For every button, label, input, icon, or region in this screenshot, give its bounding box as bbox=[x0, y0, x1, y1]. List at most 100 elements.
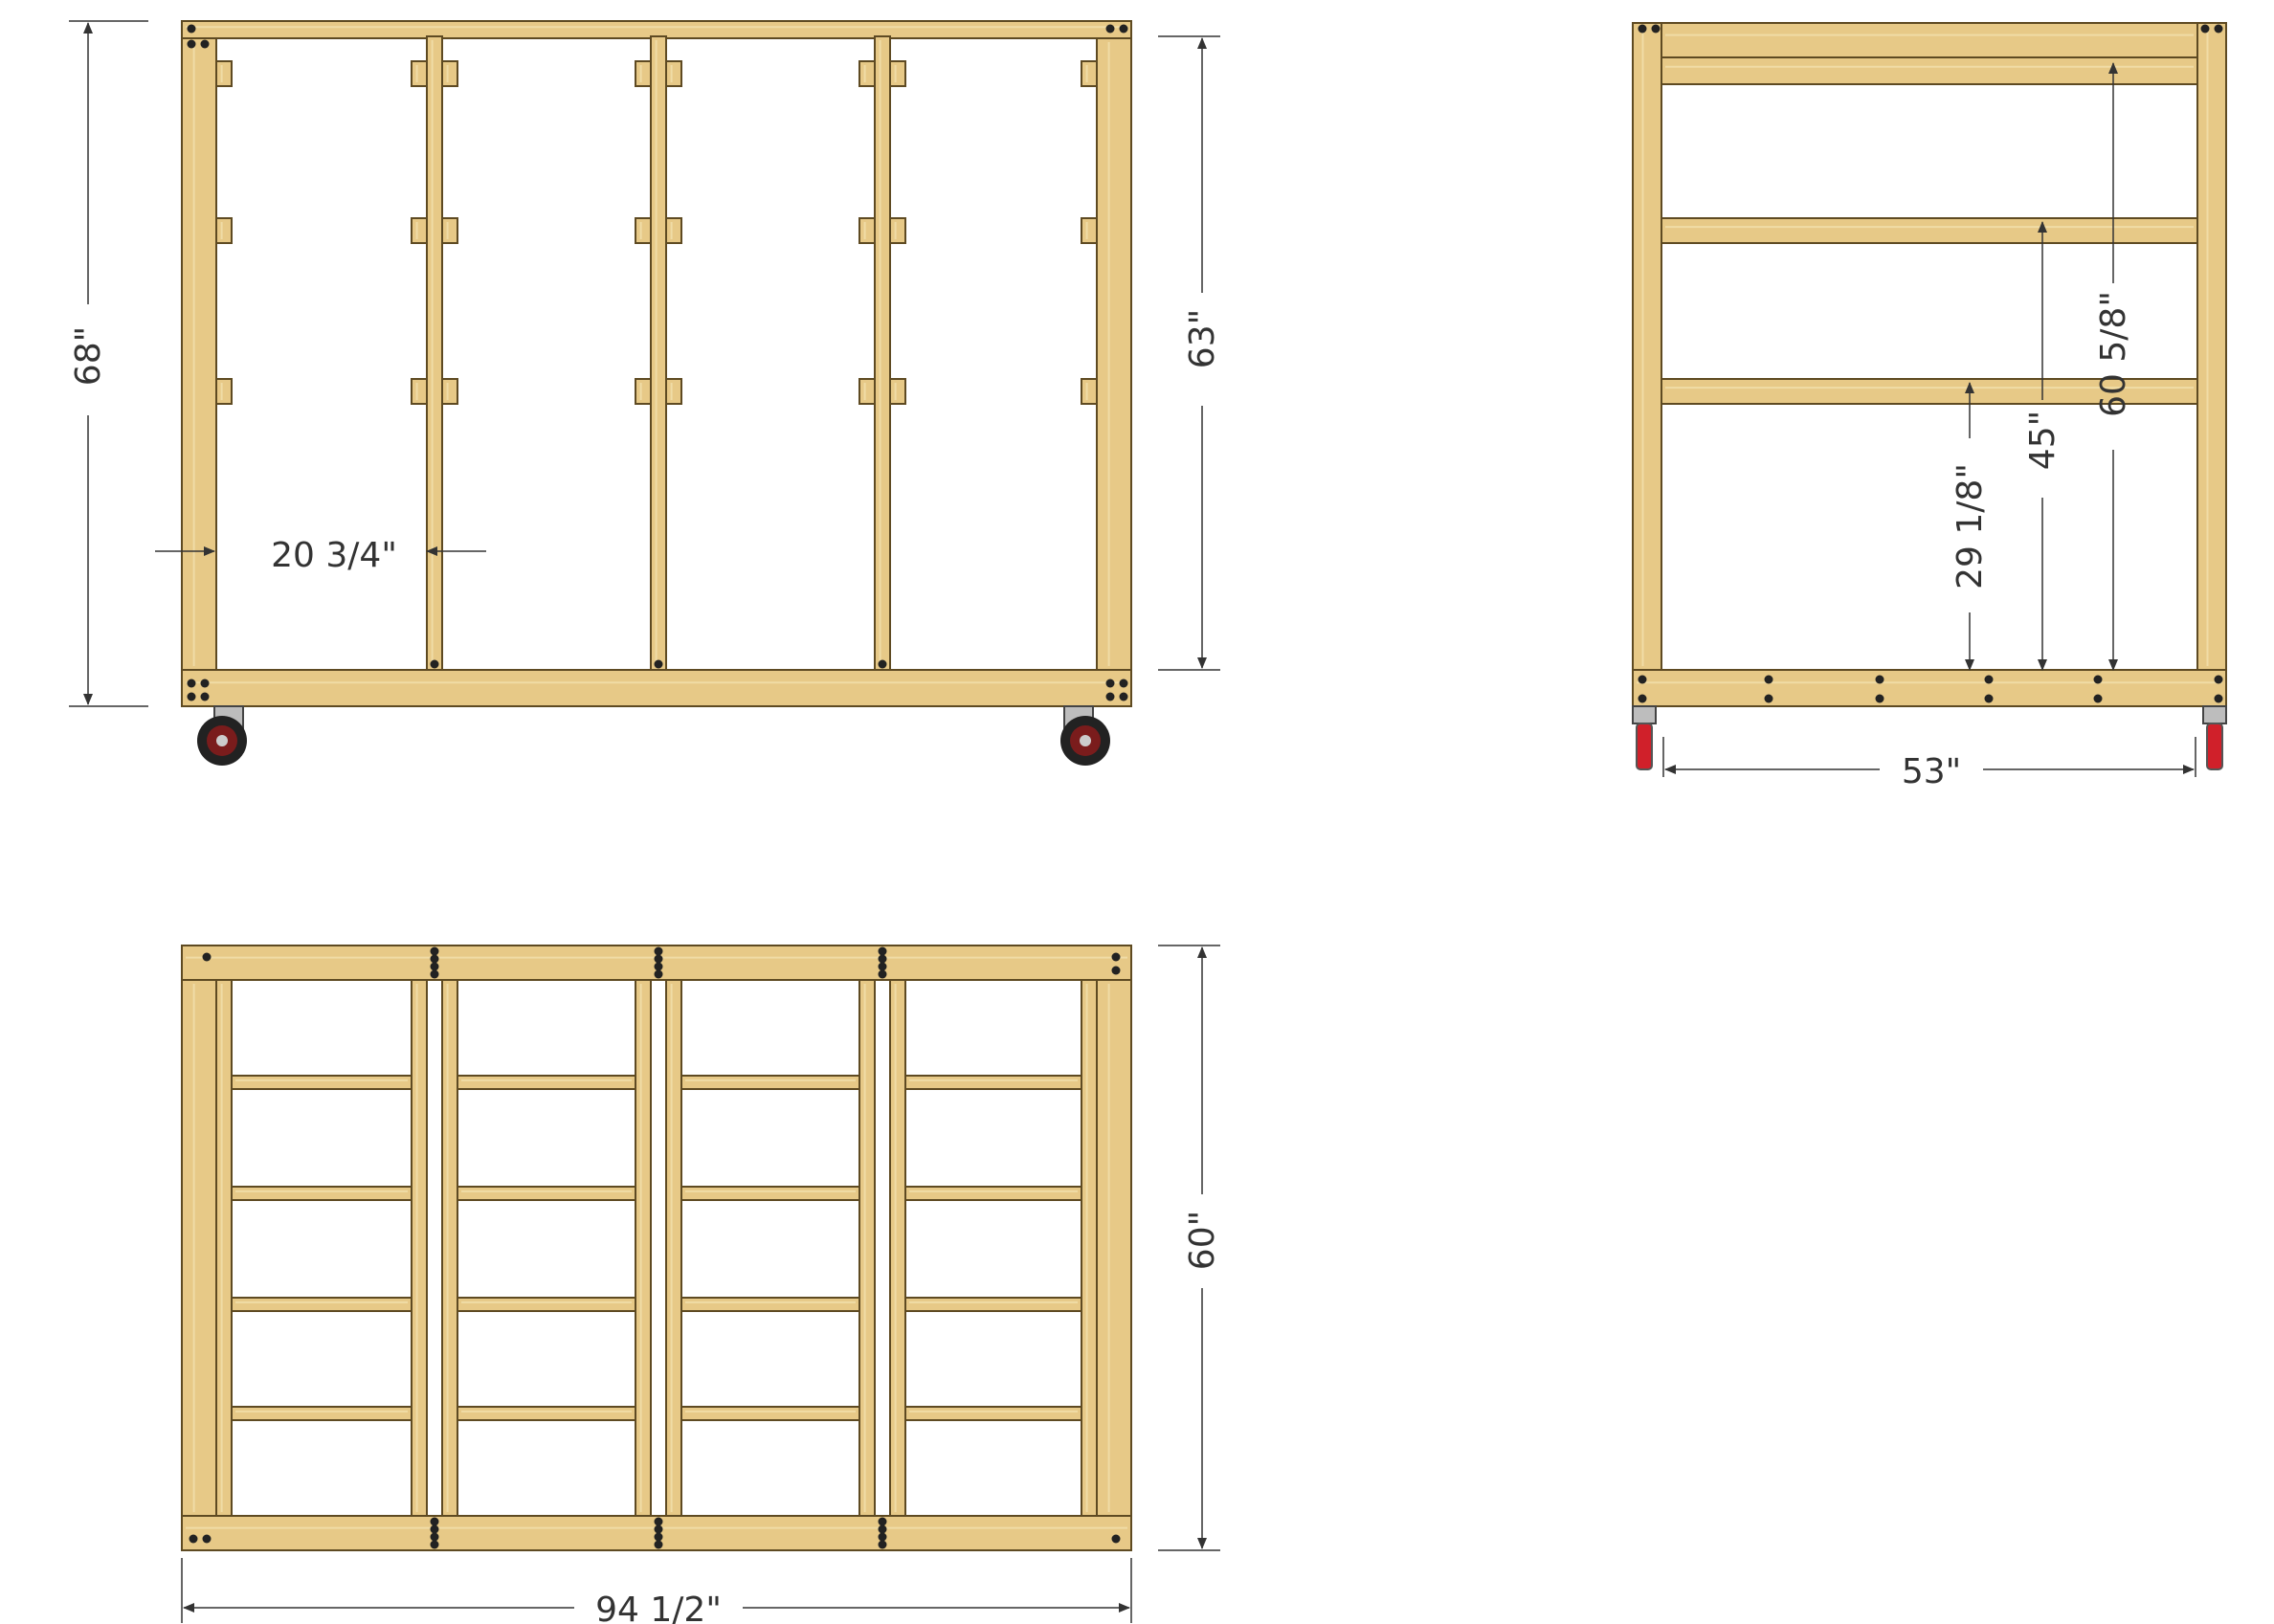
cleat bbox=[441, 378, 458, 405]
bolt bbox=[1111, 1534, 1121, 1544]
cleat bbox=[441, 217, 458, 244]
bolt bbox=[1984, 694, 1994, 703]
bolt bbox=[430, 946, 439, 956]
right-post bbox=[1096, 37, 1132, 671]
side-right-caster bbox=[2202, 705, 2227, 770]
dim-shelf-2: 45" bbox=[2023, 221, 2062, 671]
left-caster bbox=[197, 705, 247, 766]
bolt bbox=[1119, 24, 1128, 33]
top-view: 60" 94 1/2" bbox=[181, 945, 1222, 1624]
shelf-slat bbox=[457, 1406, 636, 1421]
bolt bbox=[1984, 675, 1994, 684]
dim-overall-height: 68" bbox=[69, 20, 148, 707]
shelf-2-rail bbox=[1661, 217, 2198, 244]
top-width-label: 94 1/2" bbox=[595, 1591, 722, 1624]
bolt bbox=[1638, 694, 1647, 703]
shelf-slat bbox=[231, 1186, 412, 1201]
cleat bbox=[889, 60, 906, 87]
bolt bbox=[878, 1532, 887, 1542]
cleat bbox=[665, 378, 682, 405]
bolt bbox=[430, 1517, 439, 1526]
front-frame bbox=[181, 20, 1132, 707]
side-left-caster bbox=[1632, 705, 1657, 770]
top-divider bbox=[635, 979, 652, 1517]
bolt bbox=[654, 1532, 663, 1542]
side-view: 53" 29 1/8" 45" 60 5/8" bbox=[1632, 22, 2227, 791]
shelf-slat bbox=[904, 1186, 1082, 1201]
cleat bbox=[858, 217, 876, 244]
cleat bbox=[411, 217, 428, 244]
cleat bbox=[1081, 378, 1098, 405]
bolt bbox=[654, 946, 663, 956]
bolt bbox=[878, 969, 887, 979]
top-divider bbox=[665, 979, 682, 1517]
bolt bbox=[202, 952, 212, 962]
bolt bbox=[187, 24, 196, 33]
dim-shelf-3: 60 5/8" bbox=[2094, 62, 2133, 671]
bolt bbox=[1875, 675, 1884, 684]
side-frame bbox=[1632, 22, 2227, 707]
bolt bbox=[1105, 692, 1115, 701]
top-divider bbox=[858, 979, 876, 1517]
shelf-slat bbox=[680, 1186, 860, 1201]
bolt bbox=[2200, 24, 2210, 33]
bolt bbox=[187, 679, 196, 688]
bolt bbox=[2093, 694, 2103, 703]
front-view: 68" 63" 20 3/4" bbox=[69, 20, 1222, 766]
bolt bbox=[430, 1540, 439, 1549]
top-right-inner bbox=[1081, 979, 1098, 1517]
bolt bbox=[1119, 692, 1128, 701]
dim-shelf-1: 29 1/8" bbox=[1951, 382, 1990, 671]
bolt bbox=[878, 954, 887, 964]
dim-bay-width: 20 3/4" bbox=[155, 536, 486, 575]
bolt bbox=[430, 1524, 439, 1534]
cleat bbox=[665, 217, 682, 244]
bolt bbox=[654, 969, 663, 979]
shelf-slat bbox=[680, 1297, 860, 1312]
cleat bbox=[858, 378, 876, 405]
top-depth-label: 60" bbox=[1183, 1211, 1222, 1270]
bolt bbox=[654, 962, 663, 971]
cleat bbox=[441, 60, 458, 87]
cleat bbox=[635, 217, 652, 244]
dim-top-width: 94 1/2" bbox=[181, 1558, 1132, 1624]
bolt bbox=[878, 1540, 887, 1549]
shelf-slat bbox=[904, 1406, 1082, 1421]
top-divider bbox=[889, 979, 906, 1517]
shelf-slat bbox=[904, 1075, 1082, 1090]
cleat bbox=[889, 378, 906, 405]
shelf-slat bbox=[904, 1297, 1082, 1312]
frame-height-label: 63" bbox=[1183, 309, 1222, 368]
bolt bbox=[200, 679, 210, 688]
cleat bbox=[411, 378, 428, 405]
shelf-3-rail bbox=[1661, 56, 2198, 85]
shelf-1-rail bbox=[1661, 378, 2198, 405]
dim-side-width: 53" bbox=[1662, 737, 2196, 791]
bolt bbox=[878, 962, 887, 971]
shelf-slat bbox=[231, 1406, 412, 1421]
bolt bbox=[878, 659, 887, 669]
bolt bbox=[1764, 694, 1773, 703]
cleat bbox=[215, 217, 233, 244]
top-right-end bbox=[1096, 979, 1132, 1517]
bolt bbox=[430, 659, 439, 669]
bolt bbox=[654, 1524, 663, 1534]
bolt bbox=[430, 962, 439, 971]
left-post bbox=[181, 37, 217, 671]
bolt bbox=[654, 954, 663, 964]
shelf-slat bbox=[457, 1075, 636, 1090]
cleat bbox=[1081, 60, 1098, 87]
bolt bbox=[1119, 679, 1128, 688]
side-width-label: 53" bbox=[1902, 752, 1961, 791]
cleat bbox=[665, 60, 682, 87]
shelf-slat bbox=[231, 1075, 412, 1090]
bolt bbox=[200, 692, 210, 701]
bolt bbox=[2214, 675, 2223, 684]
bolt bbox=[1638, 24, 1647, 33]
bolt bbox=[1105, 24, 1115, 33]
bay-width-label: 20 3/4" bbox=[271, 536, 397, 575]
bolt bbox=[1875, 694, 1884, 703]
divider-2 bbox=[650, 35, 667, 671]
shelf-2-label: 45" bbox=[2023, 411, 2062, 470]
bolt bbox=[654, 659, 663, 669]
